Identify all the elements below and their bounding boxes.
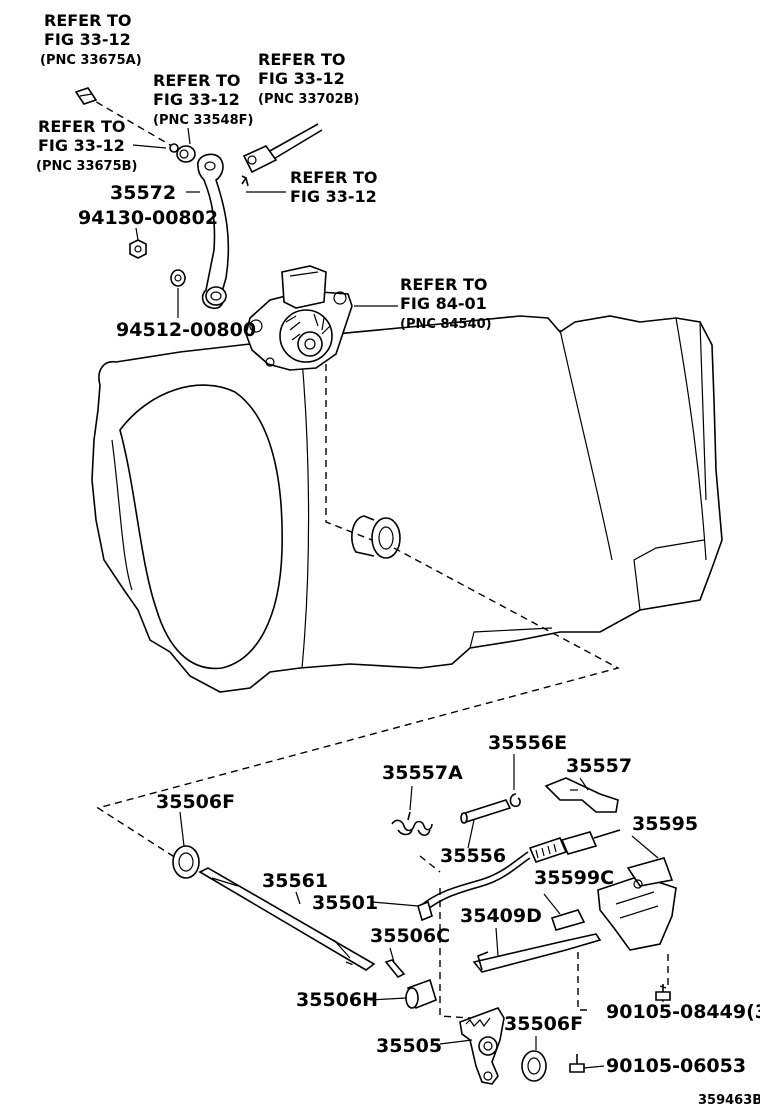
callout-33675b-line3: (PNC 33675B) [36, 159, 138, 174]
callout-33675a-line2: FIG 33-12 [44, 30, 131, 49]
pin-35556 [460, 799, 512, 824]
label-35557: 35557 [566, 755, 632, 777]
callout-33548f: REFER TO FIG 33-12 (PNC 33548F) [153, 71, 253, 128]
callout-33675a-line1: REFER TO [44, 11, 132, 30]
label-90105-08449: 90105-08449(3) [606, 1001, 760, 1023]
label-35505: 35505 [376, 1035, 442, 1057]
oil-seal-35506f-top [172, 845, 200, 879]
bracket-35557 [544, 777, 619, 813]
label-94512-00800: 94512-00800 [116, 319, 256, 341]
shaft-35561 [198, 867, 376, 971]
callout-33675a-line3: (PNC 33675A) [40, 53, 142, 68]
e-clip-35556e [509, 793, 521, 808]
label-35572: 35572 [110, 182, 176, 204]
callout-33675b-line1: REFER TO [38, 117, 126, 136]
callout-33702b-line1: REFER TO [258, 50, 346, 69]
diagram-id: 359463B [698, 1093, 760, 1108]
spring-35557a [391, 811, 433, 837]
callout-33702b: REFER TO FIG 33-12 (PNC 33702B) [258, 50, 360, 107]
lever-35505 [459, 1007, 505, 1085]
leader-lines [132, 127, 664, 1069]
label-35557a: 35557A [382, 762, 463, 784]
callout-fig-33-12-line1: REFER TO [290, 168, 378, 187]
dashed-leaders [85, 95, 669, 1019]
callout-84540: REFER TO FIG 84-01 (PNC 84540) [400, 275, 492, 332]
label-35506h: 35506H [296, 989, 378, 1011]
label-35556e: 35556E [488, 732, 567, 754]
callout-33548f-line2: FIG 33-12 [153, 90, 240, 109]
callout-84540-line3: (PNC 84540) [400, 317, 492, 332]
label-35599c: 35599C [534, 867, 614, 889]
bracket-35595 [597, 857, 677, 951]
bushing-33548f [176, 145, 196, 163]
label-35556: 35556 [440, 845, 506, 867]
callout-84540-line2: FIG 84-01 [400, 294, 487, 313]
label-35501: 35501 [312, 892, 378, 914]
lever-35572 [197, 153, 230, 310]
clip-35599c [550, 909, 586, 931]
label-35561: 35561 [262, 870, 328, 892]
callout-33675b-line2: FIG 33-12 [38, 136, 125, 155]
bolt-90105-08449 [655, 984, 671, 1001]
neutral-start-switch-84540 [245, 265, 353, 371]
callout-33675a: REFER TO FIG 33-12 (PNC 33675A) [40, 11, 142, 68]
label-90105-06053: 90105-06053 [606, 1055, 746, 1077]
transmission-housing [91, 315, 723, 693]
callout-33548f-line3: (PNC 33548F) [153, 113, 253, 128]
callout-33675b: REFER TO FIG 33-12 (PNC 33675B) [36, 117, 138, 174]
oil-seal-35506f-bottom [521, 1050, 547, 1082]
pin-35506c [384, 959, 406, 979]
label-94130-00802: 94130-00802 [78, 207, 218, 229]
label-35506f-top: 35506F [156, 791, 235, 813]
label-35506f-bottom: 35506F [504, 1013, 583, 1035]
callout-fig-33-12: REFER TO FIG 33-12 [290, 168, 378, 206]
pin-33675a [74, 87, 98, 105]
callout-84540-line1: REFER TO [400, 275, 488, 294]
nut-94130-00802 [129, 239, 147, 259]
cable-33702b [242, 123, 323, 174]
clip [241, 175, 249, 187]
rod-35409d [472, 933, 602, 973]
cable-35501 [417, 829, 621, 922]
callout-fig-33-12-line2: FIG 33-12 [290, 187, 377, 206]
callout-33548f-line1: REFER TO [153, 71, 241, 90]
label-35595: 35595 [632, 813, 698, 835]
sleeve-35506h [405, 978, 437, 1010]
callout-33702b-line2: FIG 33-12 [258, 69, 345, 88]
callout-33702b-line3: (PNC 33702B) [258, 92, 360, 107]
washer-33675b [169, 143, 179, 153]
bolt-90105-06053 [569, 1054, 585, 1073]
label-35506c: 35506C [370, 925, 450, 947]
label-35409d: 35409D [460, 905, 542, 927]
housing-bushing [351, 515, 401, 559]
washer-94512-00800 [170, 269, 186, 287]
